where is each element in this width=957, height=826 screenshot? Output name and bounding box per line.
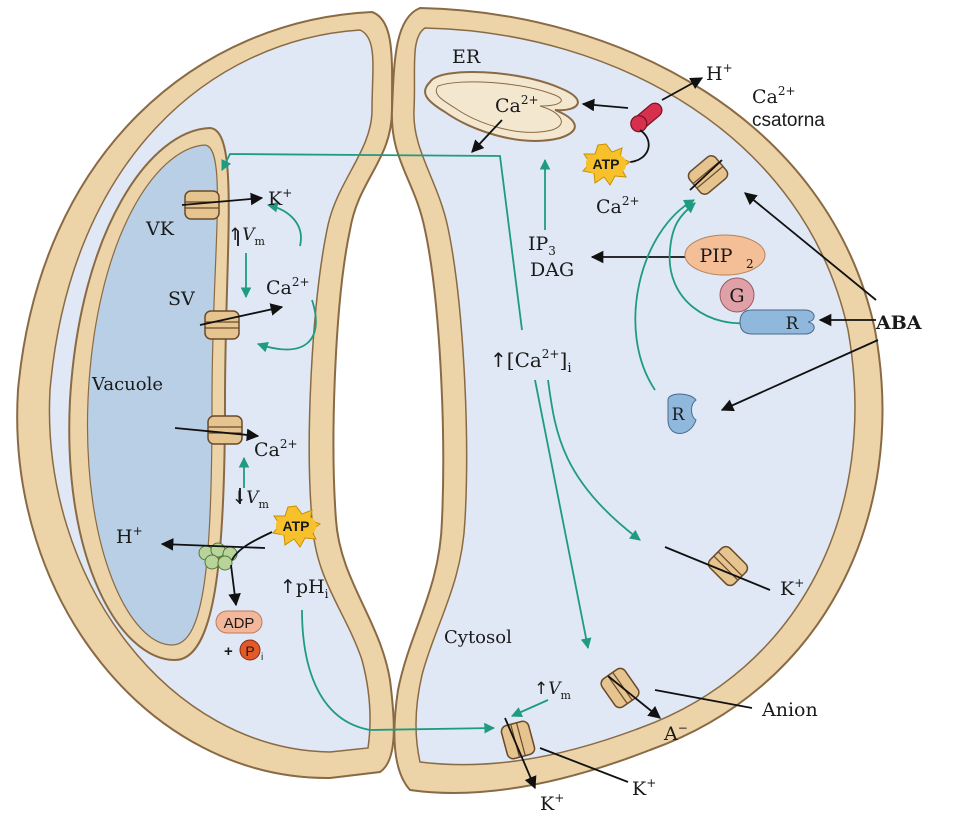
atp-label-er: ATP bbox=[593, 156, 620, 172]
h-pump-plasma bbox=[630, 102, 663, 133]
channel-sv bbox=[204, 310, 240, 340]
labels: ER Ca2+ H+ Ca2+ csatorna Ca2+ VK K+ ↑Vm … bbox=[91, 46, 922, 815]
r-cyto-label: R bbox=[672, 405, 686, 425]
ca-channel-label: Ca2+ bbox=[752, 84, 796, 108]
ca-vac-label: Ca2+ bbox=[254, 437, 298, 461]
vm-bottom-label: ↑Vm bbox=[534, 679, 572, 702]
receptor-membrane: R bbox=[739, 309, 815, 335]
channel-k-right bbox=[707, 545, 749, 587]
dag-label: DAG bbox=[530, 259, 574, 281]
csatorna-label: csatorna bbox=[752, 110, 825, 131]
a-minus-label: A− bbox=[663, 721, 688, 745]
k-bottom-right-label: K+ bbox=[632, 776, 656, 800]
pip2-sub: 2 bbox=[746, 257, 754, 271]
er-label: ER bbox=[452, 46, 481, 68]
left-guard-cell bbox=[16, 10, 395, 780]
black-arrows bbox=[160, 77, 879, 790]
atp-label-vacuole: ATP bbox=[283, 518, 310, 534]
channel-vacuole-ca bbox=[207, 415, 243, 445]
ph-label: ↑pHi bbox=[280, 576, 329, 601]
er-organelle bbox=[424, 70, 579, 142]
ca-near-channel-label: Ca2+ bbox=[596, 194, 640, 218]
g-label: G bbox=[729, 285, 744, 307]
vm-up-label: ↑Vm bbox=[228, 225, 266, 248]
k-right-label: K+ bbox=[780, 576, 804, 600]
r-membrane-label: R bbox=[786, 314, 800, 334]
pi-label: P bbox=[245, 643, 254, 659]
er-ca-label: Ca2+ bbox=[495, 93, 539, 117]
vacuole-label: Vacuole bbox=[91, 374, 163, 395]
atp-burst-er: ATP bbox=[582, 143, 632, 186]
pip2-badge: PIP 2 bbox=[684, 234, 766, 276]
anion-label: Anion bbox=[761, 699, 818, 721]
pi-sub: i bbox=[261, 652, 263, 663]
ca-sv-label: Ca2+ bbox=[266, 275, 310, 299]
adp-label: ADP bbox=[224, 615, 255, 632]
plus-sign: + bbox=[224, 643, 233, 660]
receptor-cytosol: R bbox=[667, 393, 697, 434]
vm-down-label: ↓Vm bbox=[232, 488, 270, 511]
pi-group: + P i bbox=[224, 639, 263, 663]
ca-i-label: ↑[Ca2+]i bbox=[490, 347, 571, 376]
pip2-label: PIP bbox=[699, 245, 732, 267]
cytosol-label: Cytosol bbox=[444, 627, 512, 648]
k-vk-label: K+ bbox=[268, 186, 292, 210]
sv-label: SV bbox=[168, 288, 195, 310]
aba-label: ABA bbox=[875, 312, 922, 334]
green-arrows bbox=[221, 153, 756, 734]
vk-label: VK bbox=[145, 218, 175, 240]
atp-burst-vacuole: ATP bbox=[272, 505, 322, 548]
g-protein: G bbox=[719, 277, 755, 313]
ip3-label: IP3 bbox=[528, 233, 556, 258]
h-top-label: H+ bbox=[706, 61, 733, 85]
vacuole bbox=[86, 144, 219, 646]
adp-pill: ADP bbox=[215, 610, 263, 634]
h-vac-label: H+ bbox=[116, 524, 143, 548]
k-bottom-label: K+ bbox=[540, 791, 564, 815]
